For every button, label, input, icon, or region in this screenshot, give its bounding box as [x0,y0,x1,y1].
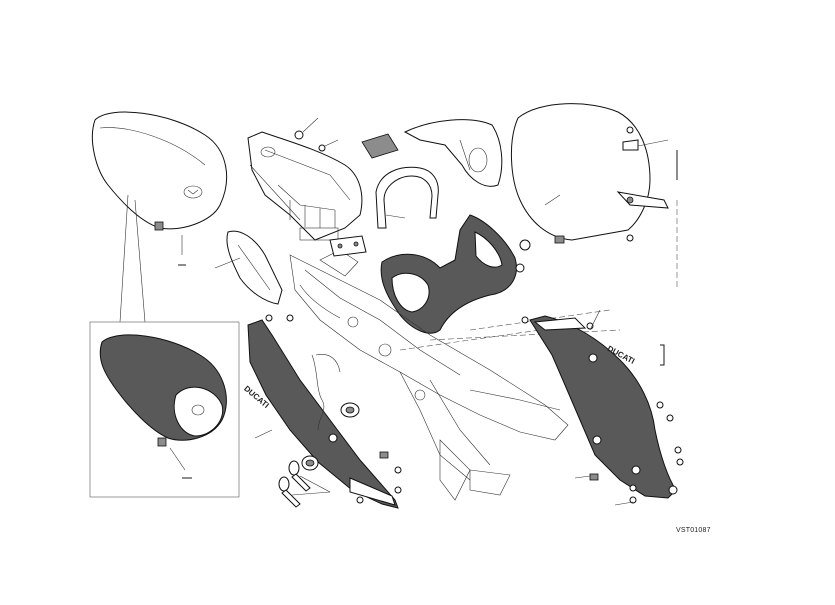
rear-undertray [247,131,363,241]
reference-code: VST01087 [676,527,711,534]
seat-fastener-clip [154,221,164,231]
seat-fastener-clip-inset [157,437,167,447]
ignition-key-1 [288,460,311,492]
grab-handle [375,166,439,229]
heat-shield-pad [361,133,399,159]
seat-release-cable [311,354,325,431]
left-side-panel-lower [247,319,399,509]
rider-seat-cover [511,103,669,241]
key-cylinder [301,455,319,471]
seat-lock [340,402,360,418]
inset-detail-box [89,321,240,498]
left-side-panel-upper [226,230,283,305]
passenger-seat-cover-dark [99,334,227,441]
passenger-seat-cover [91,111,228,230]
ignition-key-2 [278,476,301,508]
bracket-plate [329,235,367,257]
seat-bolt [626,126,634,134]
right-side-panel [529,315,678,499]
tail-cover-bracket [403,119,503,187]
screw-top [294,130,304,140]
tail-fairing-center [380,214,517,334]
rear-subframe [289,249,569,501]
